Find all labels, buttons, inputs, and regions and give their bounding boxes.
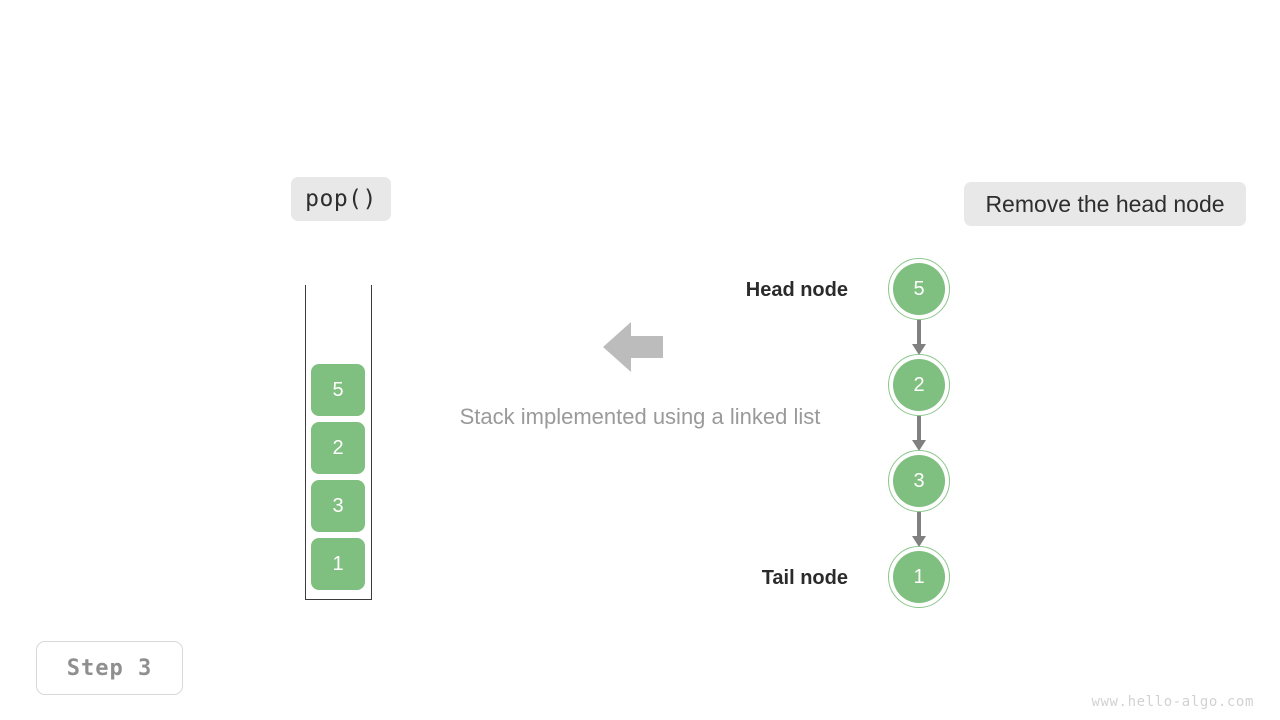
stack-cell-value: 2 <box>332 436 344 459</box>
stack-cell-value: 3 <box>332 494 344 517</box>
linked-list-node-value: 3 <box>893 455 945 507</box>
linked-list-link <box>917 320 921 345</box>
link-arrowhead-icon <box>911 440 926 451</box>
link-arrowhead-icon <box>911 536 926 547</box>
step-badge: Step 3 <box>36 641 183 695</box>
linked-list-link <box>917 416 921 441</box>
linked-list-node: 3 <box>888 450 950 512</box>
linked-list-node-value: 2 <box>893 359 945 411</box>
linked-list-node-value: 5 <box>893 263 945 315</box>
linked-list-link <box>917 512 921 537</box>
tail-node-label: Tail node <box>761 567 848 589</box>
linked-list-node: 1 <box>888 546 950 608</box>
stack-diagram: 5 2 3 1 <box>303 283 381 605</box>
stack-cell-value: 5 <box>332 378 344 401</box>
operation-label: pop() <box>291 177 391 221</box>
linked-list-diagram: 5 Head node 2 3 1 Tail node <box>746 250 1020 620</box>
head-node-label: Head node <box>745 279 848 301</box>
stack-container-outline <box>305 285 372 600</box>
linked-list-node-value: 1 <box>893 551 945 603</box>
link-arrowhead-icon <box>911 344 926 355</box>
stack-cell: 2 <box>311 422 365 474</box>
linked-list-node: 2 <box>888 354 950 416</box>
diagram-caption: Stack implemented using a linked list <box>459 404 821 429</box>
linked-list-node: 5 <box>888 258 950 320</box>
arrow-left-icon <box>601 318 665 376</box>
stack-cell: 5 <box>311 364 365 416</box>
stack-cell: 3 <box>311 480 365 532</box>
watermark: www.hello-algo.com <box>1091 694 1254 710</box>
stack-cell-value: 1 <box>332 552 344 575</box>
action-label: Remove the head node <box>964 182 1246 226</box>
stack-cell: 1 <box>311 538 365 590</box>
